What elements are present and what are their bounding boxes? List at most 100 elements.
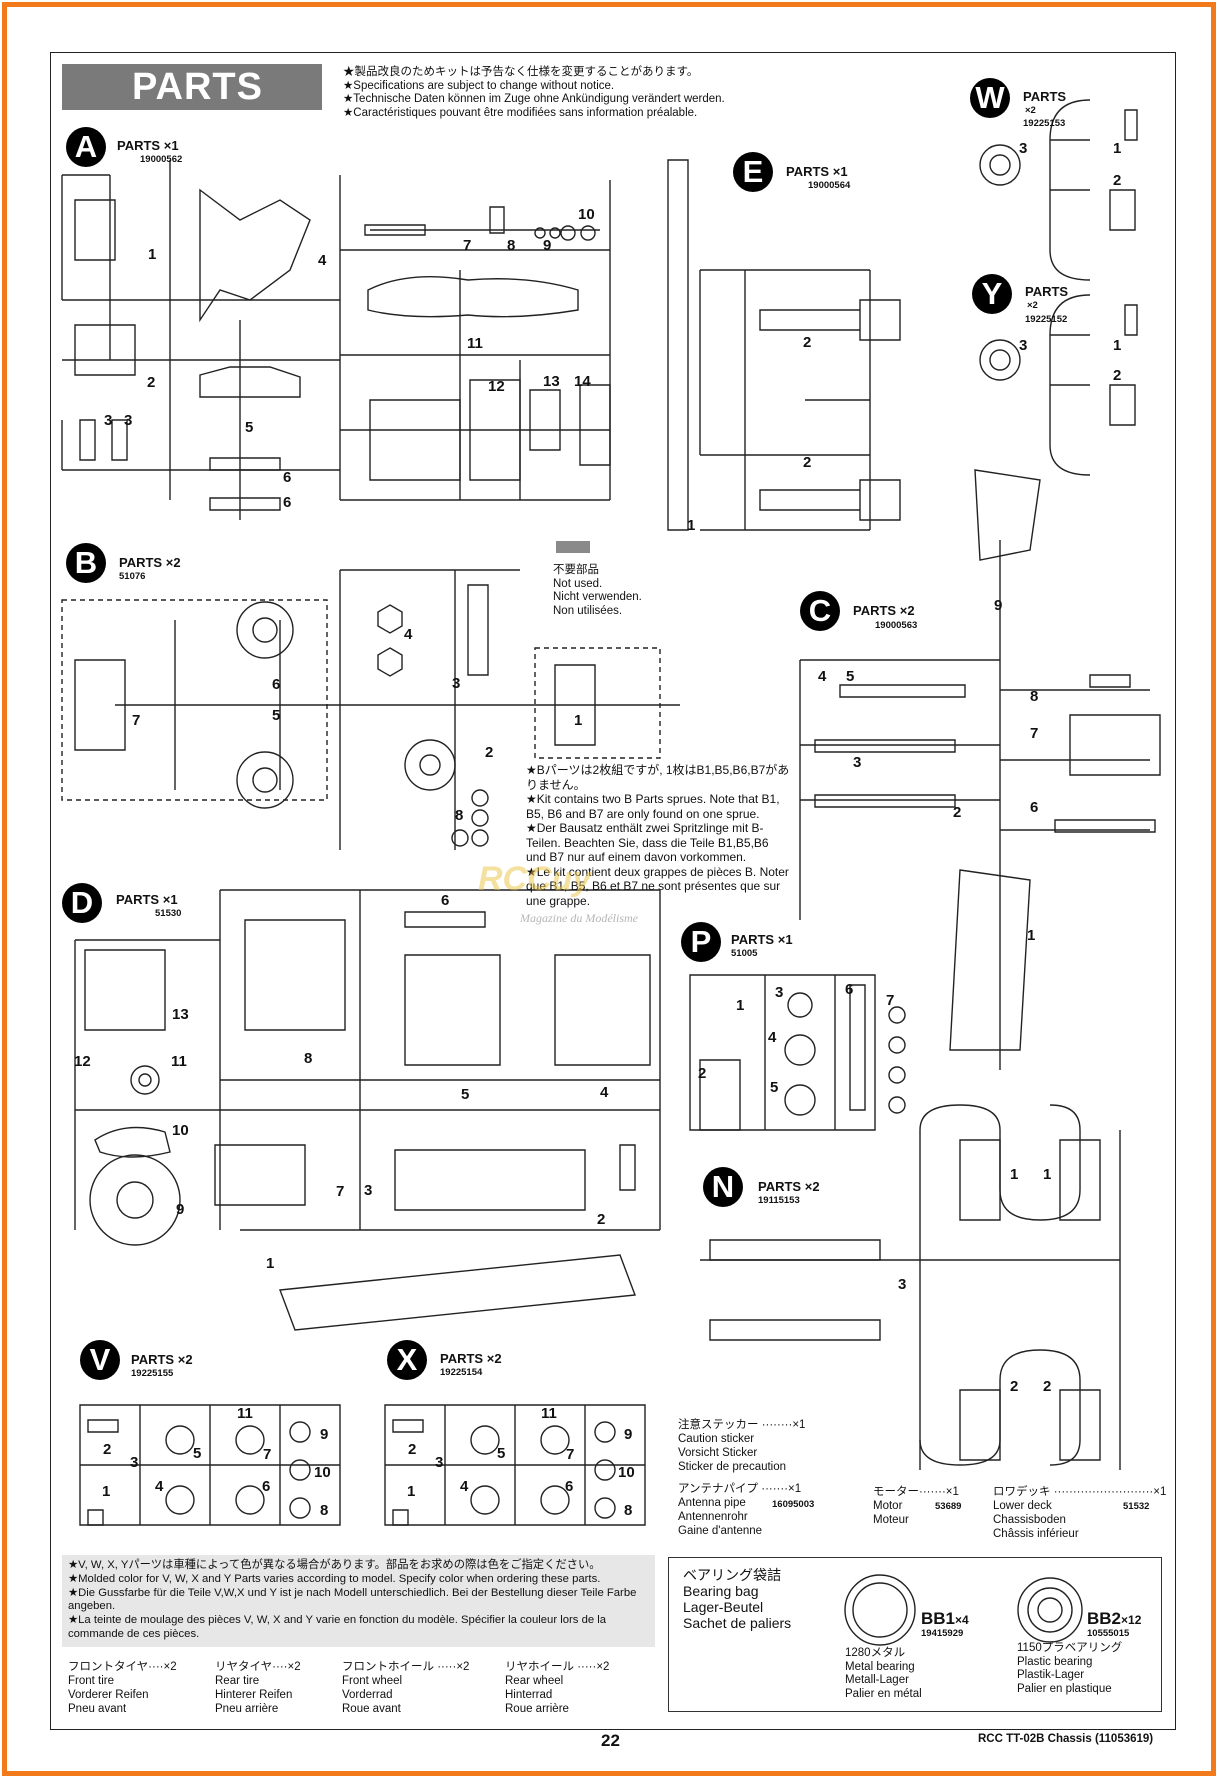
bearing-bag-fr: Sachet de paliers — [683, 1615, 792, 1631]
front-tire-en: Front tire — [68, 1675, 115, 1687]
part-y-1: 1 — [1113, 337, 1122, 354]
sprue-y-label: PARTS — [1025, 284, 1069, 299]
sprue-w-y-drawing — [979, 99, 1138, 476]
sprue-v-code: 19225155 — [131, 1368, 174, 1379]
part-d-2: 2 — [597, 1211, 606, 1228]
bb1-name: BB1 — [921, 1609, 956, 1628]
rear-wheel-de: Hinterrad — [505, 1689, 553, 1701]
part-p-2: 2 — [698, 1065, 707, 1082]
lower-deck-fr: Châssis inférieur — [993, 1528, 1079, 1540]
bearing-bag-panel — [668, 1557, 1162, 1712]
front-wheel-item: フロントホイール ·····×2 Front wheel Vorderrad R… — [342, 1660, 469, 1716]
part-x-11: 11 — [541, 1405, 557, 1422]
bb2-code: 10555015 — [1087, 1628, 1130, 1639]
bearing-bag-de: Lager-Beutel — [683, 1599, 764, 1615]
sprue-n-code: 19115153 — [758, 1195, 800, 1206]
bb1-desc: 1280メタル Metal bearing Metall-Lager Palie… — [845, 1647, 922, 1701]
color-note-box — [62, 1555, 655, 1647]
part-d-11: 11 — [171, 1053, 187, 1070]
part-a-2: 2 — [147, 374, 156, 391]
part-a-1: 1 — [148, 246, 157, 263]
part-c-4: 4 — [818, 668, 827, 685]
part-x-9: 9 — [624, 1426, 633, 1443]
sprue-v-x-drawing — [79, 1404, 646, 1526]
part-b-6: 6 — [272, 676, 281, 693]
sprue-e-badge: E — [733, 152, 773, 192]
part-p-7: 7 — [886, 992, 895, 1009]
part-p-6: 6 — [845, 981, 854, 998]
sprue-w-code: 19225153 — [1023, 118, 1066, 129]
part-a-7: 7 — [463, 237, 472, 254]
sprue-p-label: PARTS ×1 — [731, 932, 793, 947]
bearing-bag-title: ベアリング袋詰 Bearing bag Lager-Beutel Sachet … — [683, 1567, 791, 1631]
bearing-bag-jp: ベアリング袋詰 — [683, 1567, 781, 1583]
part-x-8: 8 — [624, 1502, 633, 1519]
part-d-10: 10 — [172, 1122, 189, 1139]
part-p-4: 4 — [768, 1029, 777, 1046]
sprue-y-mult: ×2 — [1027, 300, 1038, 311]
rear-tire-en: Rear tire — [215, 1675, 260, 1687]
antenna-fr: Gaine d'antenne — [678, 1525, 763, 1537]
part-e-2b: 2 — [803, 454, 812, 471]
part-y-3: 3 — [1019, 337, 1028, 354]
part-v-1: 1 — [102, 1483, 111, 1500]
part-e-1: 1 — [687, 517, 696, 534]
part-a-9: 9 — [543, 237, 552, 254]
motor-en: Motor — [873, 1500, 903, 1512]
sticker-de: Vorsicht Sticker — [678, 1447, 758, 1459]
sprue-d-code: 51530 — [155, 908, 182, 919]
part-c-5: 5 — [846, 668, 855, 685]
sprue-c-label: PARTS ×2 — [853, 603, 915, 618]
motor-code: 53689 — [935, 1501, 962, 1512]
antenna-head: アンテナパイプ ·······×1 — [678, 1483, 802, 1495]
sprue-p-badge: P — [681, 922, 721, 962]
part-a-13: 13 — [543, 373, 560, 390]
sprue-e-drawing — [667, 159, 901, 531]
not-used-de: Nicht verwenden. — [553, 591, 642, 603]
sprue-b-label: PARTS ×2 — [119, 555, 181, 570]
part-c-2: 2 — [953, 804, 962, 821]
part-b-7: 7 — [132, 712, 141, 729]
part-a-12: 12 — [488, 378, 505, 395]
model-name: RCC TT-02B Chassis (11053619) — [978, 1733, 1154, 1745]
sprue-b-badge: B — [66, 543, 106, 583]
sprue-a-label: PARTS ×1 — [117, 138, 179, 153]
bb2-fr: Palier en plastique — [1017, 1682, 1112, 1695]
sprue-w-label: PARTS — [1023, 89, 1067, 104]
part-b-3: 3 — [452, 675, 461, 692]
bb1-label: BB1×4 — [921, 1609, 969, 1628]
front-tire-de: Vorderer Reifen — [68, 1689, 149, 1701]
lower-deck-item: ロワデッキ ··························×1 Lower… — [993, 1485, 1166, 1541]
bb2-jp: 1150プラベアリング — [1017, 1642, 1123, 1654]
sprue-b-code: 51076 — [119, 571, 146, 582]
sprue-b-drawing — [61, 569, 680, 850]
bearing-drawings — [844, 1574, 1083, 1646]
part-v-8: 8 — [320, 1502, 329, 1519]
sprue-a-drawing — [61, 160, 611, 520]
antenna-item: アンテナパイプ ·······×1 Antenna pipe Antennenr… — [678, 1482, 801, 1538]
part-x-7: 7 — [566, 1446, 575, 1463]
part-v-6: 6 — [262, 1478, 271, 1495]
part-x-10: 10 — [618, 1464, 635, 1481]
part-a-6a: 6 — [283, 469, 292, 486]
spec-notice: ★製品改良のためキットは予告なく仕様を変更することがあります。 ★Specifi… — [343, 66, 725, 120]
sticker-fr: Sticker de precaution — [678, 1461, 787, 1473]
color-note-jp: ★V, W, X, Yパーツは車種によって色が異なる場合があります。部品をお求め… — [68, 1559, 601, 1571]
part-b-2: 2 — [485, 744, 494, 761]
part-x-4: 4 — [460, 1478, 469, 1495]
sprue-c-drawing — [799, 469, 1161, 1070]
part-a-6b: 6 — [283, 494, 292, 511]
part-v-5: 5 — [193, 1445, 202, 1462]
part-p-1: 1 — [736, 997, 745, 1014]
part-b-8: 8 — [455, 807, 464, 824]
b-note-jp: ★Bパーツは2枚組ですが, 1枚はB1,B5,B6,B7がありません。 — [526, 763, 790, 792]
sprue-y-code: 19225152 — [1025, 314, 1068, 325]
part-d-9: 9 — [176, 1201, 185, 1218]
part-x-1: 1 — [407, 1483, 416, 1500]
bearing-bag-en: Bearing bag — [683, 1583, 759, 1599]
motor-item: モーター·······×1 Motor Moteur — [873, 1485, 959, 1527]
rear-wheel-item: リヤホイール ·····×2 Rear wheel Hinterrad Roue… — [505, 1660, 609, 1716]
b-note-de: ★Der Bausatz enthält zwei Spritzlinge mi… — [526, 821, 769, 864]
part-d-8: 8 — [304, 1050, 313, 1067]
